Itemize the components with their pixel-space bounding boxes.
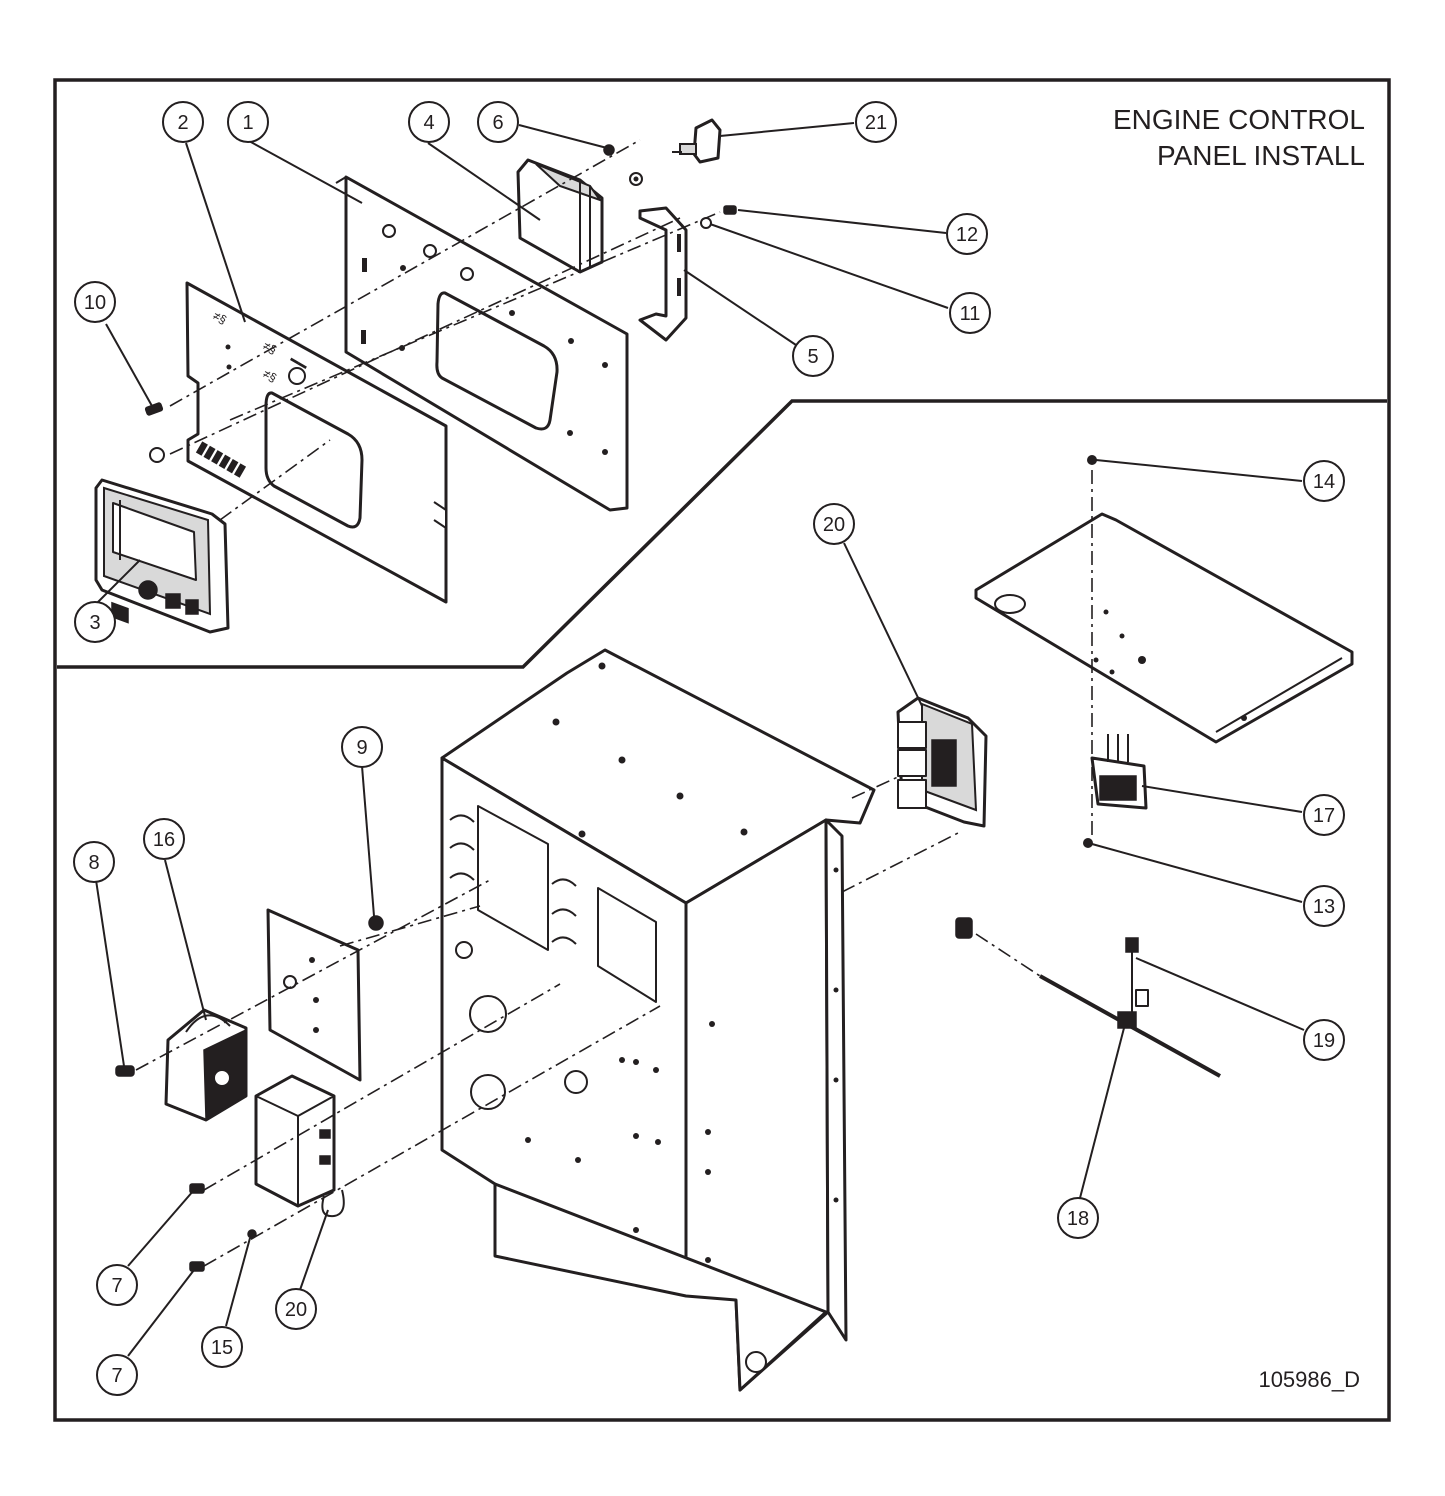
- part-16-transformer: [164, 1008, 248, 1122]
- svg-text:10: 10: [84, 292, 106, 314]
- svg-text:≠§: ≠§: [261, 366, 279, 385]
- centerline: [135, 879, 491, 1071]
- callout-20-lower: 20: [275, 1288, 317, 1330]
- svg-text:4: 4: [423, 112, 434, 134]
- svg-text:11: 11: [960, 303, 981, 325]
- part-7-screws: [189, 1183, 205, 1272]
- callout-20-upper: 20: [813, 503, 855, 545]
- callout-13: 13: [1303, 885, 1345, 927]
- svg-text:20: 20: [285, 1299, 307, 1321]
- centerline: [339, 905, 481, 947]
- part-9-nut: [368, 915, 384, 931]
- centerline: [169, 217, 681, 455]
- svg-text:9: 9: [356, 737, 367, 759]
- leader-lines: [95, 122, 1305, 1357]
- part-17-connector: [1090, 734, 1148, 810]
- part-5-bracket: [638, 206, 688, 342]
- svg-text:7: 7: [111, 1365, 122, 1387]
- svg-text:2: 2: [177, 112, 188, 134]
- svg-text:16: 16: [153, 829, 175, 851]
- callout-18: 18: [1057, 1197, 1099, 1239]
- svg-text:20: 20: [823, 514, 845, 536]
- part-10-screw: [144, 402, 165, 463]
- part-12-screw: [723, 205, 737, 215]
- svg-text:8: 8: [88, 852, 99, 874]
- callout-2: 2: [162, 101, 204, 143]
- svg-text:18: 18: [1067, 1208, 1089, 1230]
- drawing-number: 105986_D: [1258, 1367, 1360, 1392]
- callout-15: 15: [201, 1326, 243, 1368]
- svg-text:14: 14: [1313, 471, 1335, 493]
- callout-3: 3: [74, 601, 116, 643]
- svg-text:19: 19: [1313, 1030, 1335, 1052]
- part-20-lower-module: [254, 1074, 345, 1218]
- centerline: [975, 933, 1041, 977]
- part-3-display-controller: [94, 478, 230, 634]
- part-18-19-harness: [955, 917, 1221, 1078]
- title-line-1: ENGINE CONTROL: [1113, 104, 1365, 135]
- centerline: [169, 139, 641, 407]
- centerline: [841, 831, 961, 893]
- svg-text:7: 7: [111, 1275, 122, 1297]
- svg-text:6: 6: [492, 112, 503, 134]
- callout-10: 10: [74, 281, 116, 323]
- callout-1: 1: [227, 101, 269, 143]
- title-line-2: PANEL INSTALL: [1157, 140, 1365, 171]
- callout-7-lower: 7: [96, 1354, 138, 1396]
- callout-7-upper: 7: [96, 1264, 138, 1306]
- centerline: [203, 1005, 661, 1267]
- callout-5: 5: [792, 335, 834, 377]
- callout-9: 9: [341, 726, 383, 768]
- svg-text:13: 13: [1313, 896, 1335, 918]
- svg-text:3: 3: [89, 612, 100, 634]
- callout-19: 19: [1303, 1019, 1345, 1061]
- centerline: [229, 211, 721, 421]
- callout-21: 21: [855, 101, 897, 143]
- part-1-mounting-plate: [335, 175, 629, 512]
- callout-8: 8: [73, 841, 115, 883]
- centerline: [851, 775, 901, 799]
- svg-text:17: 17: [1313, 805, 1335, 827]
- part-cover-plate: [266, 908, 362, 1082]
- svg-text:1: 1: [242, 112, 253, 134]
- callout-11: 11: [949, 292, 991, 334]
- drawing-frame: [53, 78, 1391, 1422]
- inset-divider: [57, 399, 1387, 669]
- callout-12: 12: [946, 213, 988, 255]
- callout-4: 4: [408, 101, 450, 143]
- svg-text:≠§: ≠§: [211, 308, 229, 327]
- centerline: [219, 439, 331, 521]
- svg-text:12: 12: [956, 224, 978, 246]
- part-21-switch: [672, 118, 722, 164]
- part-4-module-box: [516, 158, 604, 274]
- part-13-screw: [1083, 838, 1093, 848]
- part-6-nut: [603, 144, 643, 186]
- callout-17: 17: [1303, 794, 1345, 836]
- svg-text:15: 15: [211, 1337, 233, 1359]
- callout-14: 14: [1303, 460, 1345, 502]
- svg-text:21: 21: [865, 112, 887, 134]
- part-14-tray: [974, 455, 1354, 744]
- part-2-bezel-plate: ≠§ ≠§ ≠§ ▬▬ ▮▮▮▮▮▮: [185, 281, 448, 604]
- callout-16: 16: [143, 818, 185, 860]
- svg-text:5: 5: [807, 346, 818, 368]
- callout-6: 6: [477, 101, 519, 143]
- part-8-screw: [115, 1065, 135, 1077]
- control-box-enclosure: [440, 648, 876, 1392]
- part-20-relay-module: [896, 696, 988, 828]
